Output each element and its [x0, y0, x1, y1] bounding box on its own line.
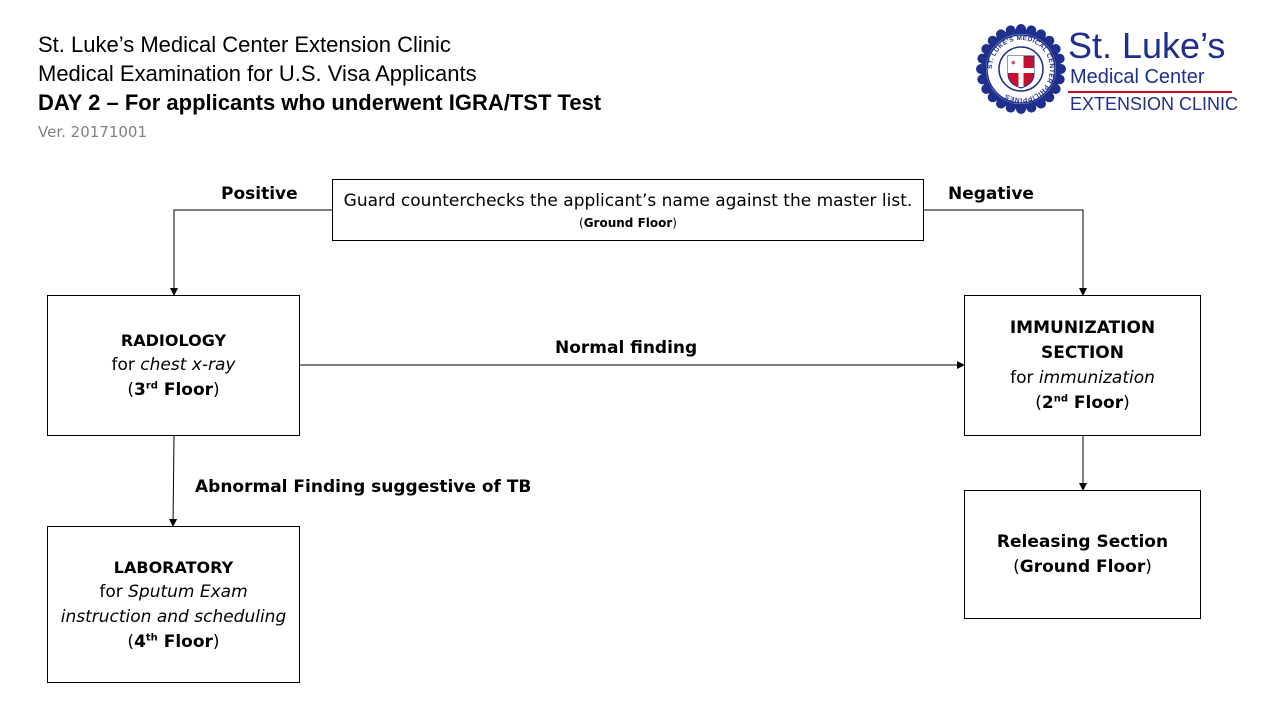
immunization-floor: (2nd Floor) — [1035, 392, 1130, 413]
exam-title: Medical Examination for U.S. Visa Applic… — [38, 61, 477, 86]
seal-scallop — [1016, 24, 1026, 34]
laboratory-purpose: for Sputum Exam — [99, 581, 248, 602]
negative-label: Negative — [948, 184, 1034, 204]
seal-icon: ST. LUKE'S MEDICAL CENTER PHILIPPINES ✶ — [976, 24, 1066, 114]
seal-scallop — [981, 44, 992, 54]
abnormal-finding-label: Abnormal Finding suggestive of TB — [195, 477, 532, 497]
immunization-purpose: for immunization — [1010, 367, 1155, 388]
laboratory-purpose-line2: instruction and scheduling — [60, 606, 287, 627]
radiology-floor: (3rd Floor) — [127, 380, 220, 400]
laboratory-title: LABORATORY — [113, 557, 234, 577]
seal-scallop — [1036, 29, 1046, 40]
clinic-title: St. Luke’s Medical Center Extension Clin… — [38, 32, 451, 57]
seal-scallop — [1044, 35, 1055, 46]
svg-text:✶: ✶ — [1010, 59, 1017, 68]
logo-extension-text: EXTENSION CLINIC — [1070, 94, 1239, 114]
seal-scallop — [996, 29, 1006, 40]
seal-scallop — [987, 92, 998, 103]
laboratory-floor: (4th Floor) — [127, 631, 220, 652]
releasing-title: Releasing Section — [996, 531, 1169, 552]
seal-scallop — [977, 74, 988, 85]
guard-check-text: Guard counterchecks the applicant’s name… — [343, 190, 913, 211]
day-title: DAY 2 – For applicants who underwent IGR… — [38, 90, 602, 115]
seal-scallop — [976, 64, 986, 74]
normal-finding-label: Normal finding — [555, 338, 698, 358]
radiology-box: RADIOLOGY for chest x-ray (3rd Floor) — [47, 295, 300, 436]
positive-connector — [170, 209, 332, 296]
immunization-title-line1: IMMUNIZATION — [1009, 317, 1156, 338]
logo-divider — [1068, 91, 1232, 93]
st-lukes-logo: ST. LUKE'S MEDICAL CENTER PHILIPPINES ✶ … — [976, 24, 1239, 116]
negative-connector — [924, 209, 1087, 296]
seal-scallop — [1036, 98, 1046, 109]
seal-scallop — [1054, 53, 1065, 64]
immunization-title-line2: SECTION — [1041, 342, 1124, 363]
seal-scallop — [1044, 92, 1055, 103]
releasing-floor: (Ground Floor) — [1013, 556, 1152, 577]
guard-check-box: Guard counterchecks the applicant’s name… — [332, 179, 924, 241]
seal-scallop — [1056, 64, 1066, 74]
radiology-title: RADIOLOGY — [120, 331, 227, 350]
logo-name: St. Luke’s — [1068, 25, 1226, 66]
seal-scallop — [981, 84, 992, 94]
seal-scallop — [1005, 102, 1016, 113]
seal-scallop — [977, 53, 988, 64]
seal-scallop — [1026, 25, 1037, 36]
positive-label: Positive — [221, 184, 298, 204]
seal-scallop — [1016, 104, 1026, 114]
logo-center-text: Medical Center — [1070, 66, 1205, 88]
seal-scallop — [987, 35, 998, 46]
laboratory-box: LABORATORY for Sputum Exam instruction a… — [47, 526, 300, 683]
guard-floor: (Ground Floor) — [579, 215, 677, 230]
releasing-box: Releasing Section (Ground Floor) — [964, 490, 1201, 619]
radiology-purpose: for chest x-ray — [111, 355, 236, 375]
seal-scallop — [996, 98, 1006, 109]
version-label: Ver. 20171001 — [38, 123, 147, 141]
immunization-box: IMMUNIZATION SECTION for immunization (2… — [964, 295, 1201, 436]
seal-scallop — [1050, 44, 1061, 54]
seal-scallop — [1026, 102, 1037, 113]
seal-scallop — [1050, 84, 1061, 94]
seal-scallop — [1054, 74, 1065, 85]
seal-scallop — [1005, 25, 1016, 36]
abnormal-finding-connector — [169, 435, 178, 527]
